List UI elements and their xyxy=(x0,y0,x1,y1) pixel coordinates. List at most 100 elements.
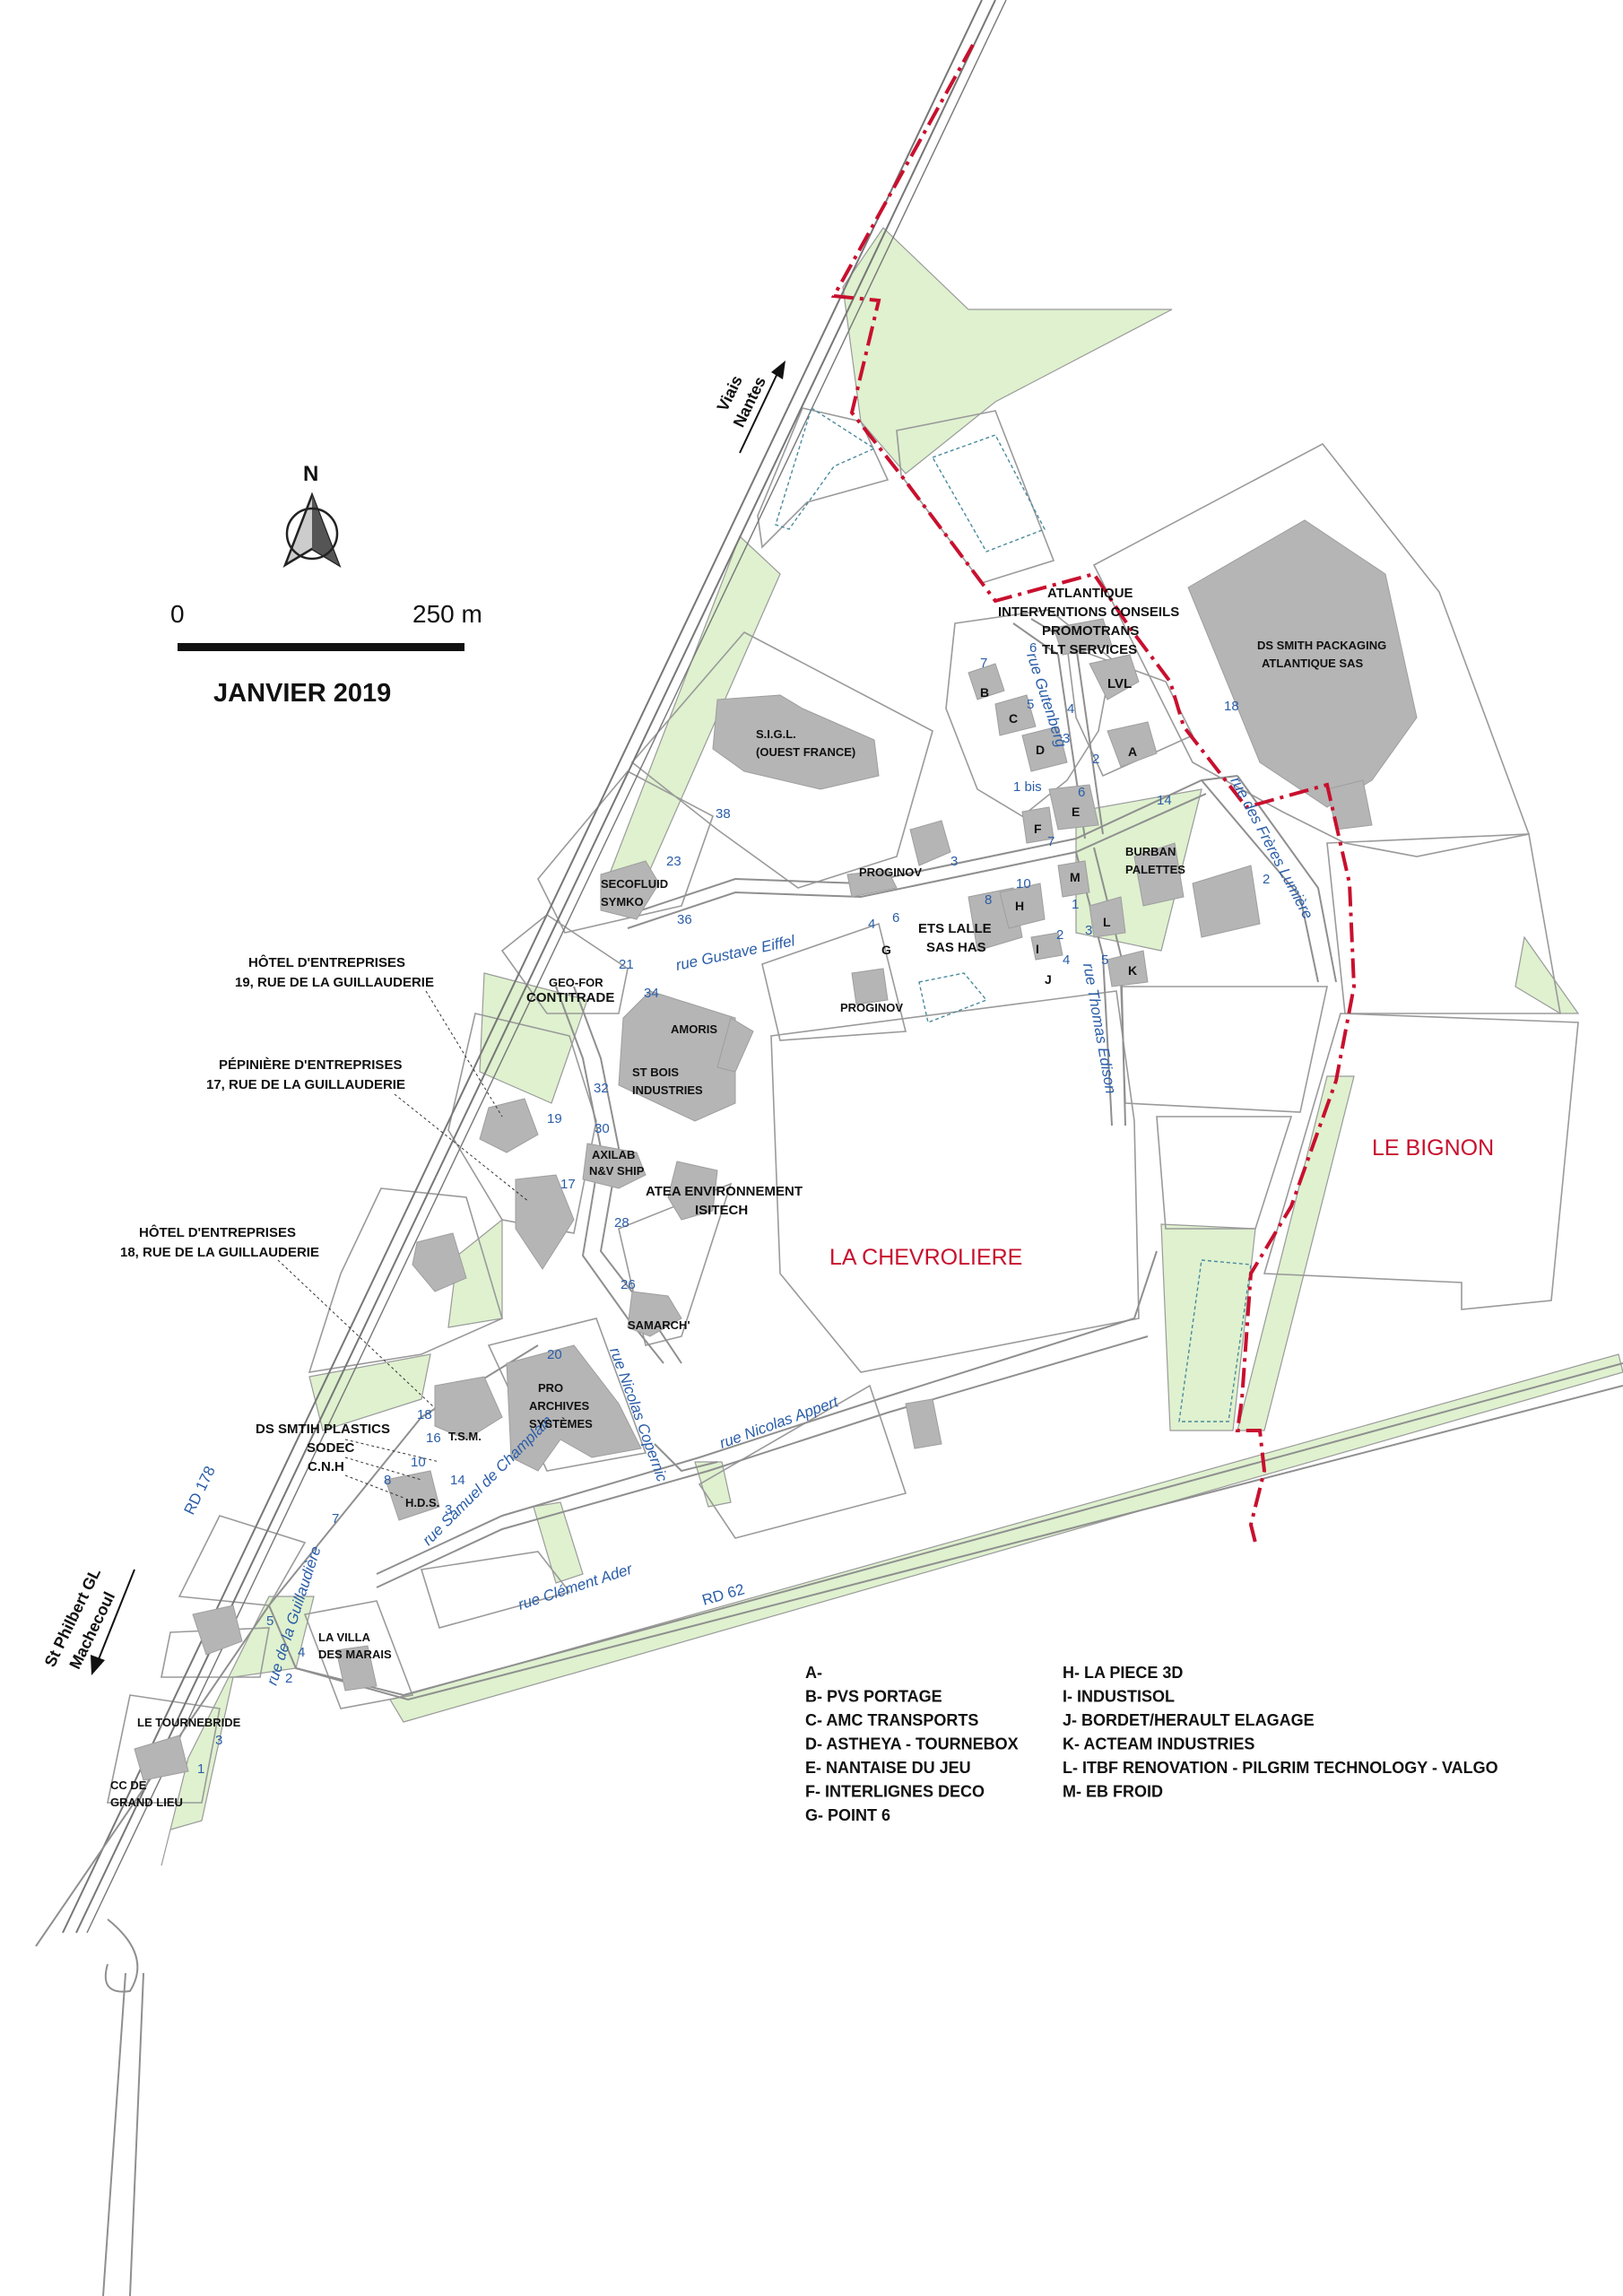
building-pro-archives xyxy=(506,1344,642,1472)
num-8b: 8 xyxy=(384,1473,391,1488)
building-burban xyxy=(1133,842,1185,907)
annotations: HÔTEL D'ENTREPRISES 19, RUE DE LA GUILLA… xyxy=(120,954,530,1499)
building-axilab xyxy=(582,1143,647,1189)
num-32: 32 xyxy=(594,1081,609,1096)
num-7b: 7 xyxy=(1047,834,1055,849)
map-date: JANVIER 2019 xyxy=(213,679,391,708)
building-pepiniere xyxy=(515,1174,575,1270)
label-secofluid: SECOFLUID xyxy=(601,877,668,891)
letter-c: C xyxy=(1009,711,1018,726)
label-proginov-north: PROGINOV xyxy=(859,865,922,879)
legend-item: J- BORDET/HERAULT ELAGAGE xyxy=(1063,1711,1315,1729)
label-tournebride: LE TOURNEBRIDE xyxy=(137,1716,241,1729)
num-21: 21 xyxy=(619,957,634,972)
commune-le-bignon: LE BIGNON xyxy=(1372,1135,1494,1161)
building-tsm xyxy=(434,1376,503,1440)
building-e xyxy=(1048,784,1099,831)
basin-north xyxy=(931,434,1046,552)
label-villa-1: LA VILLA xyxy=(318,1631,371,1644)
letter-b: B xyxy=(980,685,989,700)
building-nicolas-appert xyxy=(905,1398,942,1449)
anno-hotel19-2: 19, RUE DE LA GUILLAUDERIE xyxy=(235,975,434,990)
label-samarch: SAMARCH' xyxy=(628,1318,690,1332)
legend-item: B- PVS PORTAGE xyxy=(805,1688,942,1706)
green-strip-east xyxy=(1237,1075,1355,1431)
num-6b: 6 xyxy=(1078,785,1085,800)
green-strip-southwest xyxy=(161,1596,315,1866)
label-st-bois-2: INDUSTRIES xyxy=(632,1083,703,1097)
legend-item: I- INDUSTISOL xyxy=(1063,1688,1175,1706)
num-2c: 2 xyxy=(1056,927,1063,943)
num-4d: 4 xyxy=(298,1645,305,1660)
building-f xyxy=(1021,806,1055,844)
company-labels: ATLANTIQUE INTERVENTIONS CONSEILS PROMOT… xyxy=(110,586,1386,1809)
letter-g: G xyxy=(881,943,891,957)
num-14a: 14 xyxy=(1157,793,1172,808)
letter-j: J xyxy=(1045,972,1052,987)
label-atea: ATEA ENVIRONNEMENT xyxy=(646,1184,803,1199)
building-k xyxy=(1107,950,1149,987)
num-36: 36 xyxy=(677,912,692,927)
parcel-ds-smith xyxy=(1092,442,1531,857)
parcel-north-field xyxy=(896,410,1055,584)
num-28: 28 xyxy=(614,1215,629,1231)
num-4c: 4 xyxy=(1063,952,1070,968)
label-contitrade: CONTITRADE xyxy=(526,990,614,1005)
num-7a: 7 xyxy=(980,656,987,671)
label-pro-archives-1: PRO xyxy=(538,1381,563,1395)
label-axilab: AXILAB xyxy=(592,1148,635,1161)
num-3e: 3 xyxy=(215,1733,222,1748)
building-lvl xyxy=(1089,654,1140,700)
anno-hotel19-1: HÔTEL D'ENTREPRISES xyxy=(248,954,405,970)
num-34: 34 xyxy=(644,986,659,1001)
label-promotrans: PROMOTRANS xyxy=(1042,623,1139,639)
address-numbers: 7 6 5 4 3 2 1 bis 6 7 18 14 2 10 8 6 4 2… xyxy=(197,640,1270,1777)
building-sigl xyxy=(712,694,880,790)
green-area-west xyxy=(479,972,588,1104)
label-pro-archives-2: ARCHIVES xyxy=(529,1399,590,1413)
building-proginov-south xyxy=(851,968,889,1005)
building-ds-smith-annex xyxy=(1326,779,1373,831)
num-10a: 10 xyxy=(1016,876,1031,891)
building-proginov-2 xyxy=(846,869,898,898)
num-4a: 4 xyxy=(1067,701,1074,717)
label-cnh: C.N.H xyxy=(308,1459,344,1474)
letter-a: A xyxy=(1128,744,1137,759)
basin-center xyxy=(918,972,988,1023)
street-nicolas-appert: rue Nicolas Appert xyxy=(717,1393,842,1452)
legend-item: F- INTERLIGNES DECO xyxy=(805,1783,985,1801)
anno-pepiniere-2: 17, RUE DE LA GUILLAUDERIE xyxy=(206,1077,405,1092)
num-10b: 10 xyxy=(411,1455,426,1470)
arrow-south-icon xyxy=(91,1655,105,1675)
building-atea xyxy=(667,1161,718,1221)
roads xyxy=(35,618,1623,2296)
label-pro-archives-3: SYSTÈMES xyxy=(529,1417,593,1431)
num-2a: 2 xyxy=(1092,752,1099,767)
building-amoris xyxy=(618,990,736,1122)
num-3d: 3 xyxy=(445,1502,452,1518)
parcel-proginov-south xyxy=(761,922,907,1041)
legend-item: C- AMC TRANSPORTS xyxy=(805,1711,978,1729)
building-ds-smith xyxy=(1187,519,1418,808)
num-18a: 18 xyxy=(1224,699,1239,714)
building-tlt xyxy=(1053,618,1113,656)
parcel-west-1 xyxy=(178,1515,307,1606)
label-sigl-1: S.I.G.L. xyxy=(756,727,796,741)
legend-item: K- ACTEAM INDUSTRIES xyxy=(1063,1735,1254,1753)
letter-e: E xyxy=(1072,804,1080,819)
label-symko: SYMKO xyxy=(601,895,644,909)
building-m xyxy=(1057,860,1090,898)
green-areas xyxy=(161,227,1623,1866)
label-burban-1: BURBAN xyxy=(1125,845,1176,858)
building-b xyxy=(968,663,1005,700)
north-arrow: N xyxy=(282,462,342,568)
basin-north-west xyxy=(775,406,876,530)
legend-item: M- EB FROID xyxy=(1063,1783,1163,1801)
legend-item: A- xyxy=(805,1664,822,1682)
letter-m: M xyxy=(1070,870,1081,884)
parcel-nicolas-appert xyxy=(698,1384,907,1539)
num-8a: 8 xyxy=(985,892,992,908)
basins xyxy=(775,406,1252,1422)
num-2d: 2 xyxy=(285,1671,292,1686)
